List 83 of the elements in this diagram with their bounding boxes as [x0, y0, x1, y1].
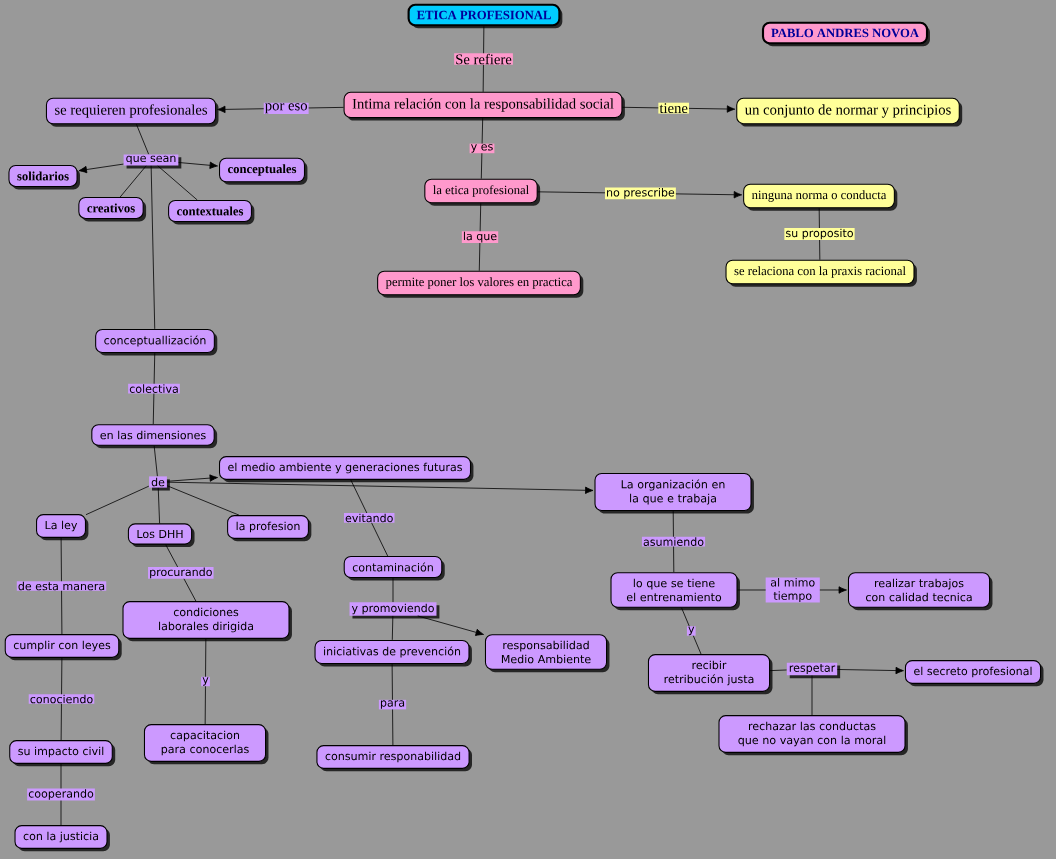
concept-box: conceptuallización — [95, 328, 218, 356]
concept-box: la profesion — [227, 515, 312, 542]
concept-box: rechazar las conductas que no vayan con la moral — [718, 715, 908, 756]
concept-box: se requieren profesionales — [45, 97, 219, 127]
connector — [166, 485, 240, 516]
concept-box: consumir responabilidad — [316, 745, 472, 772]
edge-label: su proposito — [784, 228, 855, 240]
connector — [153, 445, 158, 477]
concept-box: recibir retribución justa — [647, 654, 773, 695]
concept-box: contextuales — [168, 200, 255, 225]
edge-label: al mimo tiempo — [765, 577, 820, 603]
connector — [478, 202, 482, 272]
connector — [672, 510, 675, 573]
connector — [157, 165, 198, 201]
connector — [417, 615, 484, 636]
connector — [166, 474, 218, 482]
connector — [391, 615, 394, 641]
edge-label: evitando — [343, 513, 395, 523]
concept-box: realizar trabajos con calidad tecnica — [847, 572, 993, 611]
connector — [837, 666, 904, 675]
connector — [811, 675, 813, 716]
edge-label: Se refiere — [454, 53, 513, 65]
edge-label: y — [686, 626, 696, 636]
edge-label: por eso — [263, 102, 309, 114]
concept-box: el medio ambiente y generaciones futuras — [219, 456, 474, 483]
title-box: PABLO ANDRES NOVOA — [761, 21, 930, 47]
concept-box: creativos — [78, 197, 147, 222]
concept-box: La organización en la que e trabaja — [594, 472, 754, 514]
concept-box: en las dimensiones — [91, 424, 218, 449]
linking-phrase: que sean — [123, 154, 182, 169]
concept-box: un conjunto de normar y principios — [736, 97, 963, 127]
linking-phrase: de — [149, 476, 170, 491]
connector — [480, 117, 484, 180]
connector — [392, 577, 394, 603]
concept-box: Los DHH — [127, 523, 195, 548]
edge-label: asumiendo — [641, 536, 706, 547]
title-box: ETICA PROFESIONAL — [407, 3, 563, 29]
connector — [85, 485, 150, 516]
edge-label: colectiva — [128, 383, 180, 394]
connector — [166, 481, 594, 494]
linking-phrase: respetar — [786, 662, 841, 679]
connector — [157, 487, 160, 524]
connector — [60, 657, 63, 741]
concept-box: iniciativas de prevención — [314, 639, 472, 667]
edge-label: conociendo — [28, 694, 95, 704]
concept-box: con la justicia — [14, 825, 110, 852]
connector — [136, 123, 149, 155]
connector — [150, 165, 156, 330]
edge-label: para — [378, 699, 407, 710]
concept-box: La ley — [36, 514, 89, 541]
edge-label: no prescribe — [604, 187, 676, 200]
connector — [204, 638, 207, 725]
linking-phrase: y promoviendo — [349, 602, 440, 619]
connector — [78, 163, 124, 174]
connector — [60, 763, 62, 826]
edge-label: y — [201, 676, 210, 687]
connector — [391, 663, 394, 746]
connector — [681, 607, 702, 655]
connector — [178, 161, 218, 169]
concept-box: conceptuales — [219, 157, 308, 185]
concept-box: responsabilidad Medio Ambiente — [484, 634, 610, 673]
connector — [119, 165, 147, 198]
concept-box: condiciones laborales dirigida — [122, 601, 292, 642]
connector — [152, 352, 156, 425]
concept-box: lo que se tiene el entrenamiento — [610, 572, 740, 611]
edge-label: la que — [461, 231, 499, 243]
concept-box: capacitacion para conocerlas — [143, 724, 269, 765]
edge-label: y es — [469, 143, 495, 154]
connector — [350, 479, 389, 557]
concept-box: su impacto civil — [9, 740, 116, 767]
concept-box: contaminación — [343, 555, 445, 581]
edge-label: de esta manera — [16, 581, 107, 591]
concept-box: permite poner los valores en practica — [377, 270, 584, 298]
connector — [769, 669, 787, 672]
edge-label: tiene — [658, 102, 689, 114]
connector — [60, 537, 63, 635]
concept-box: el secreto profesional — [904, 660, 1044, 687]
concept-box: Intima relación con la responsabilidad social — [343, 91, 625, 121]
concept-box: cumplir con leyes — [4, 634, 122, 661]
concept-box: solidarios — [8, 165, 80, 190]
concept-box: ninguna norma o conducta — [743, 183, 898, 211]
concept-box: se relaciona con la praxis racional — [725, 259, 917, 287]
concept-box: la etica profesional — [424, 178, 541, 206]
